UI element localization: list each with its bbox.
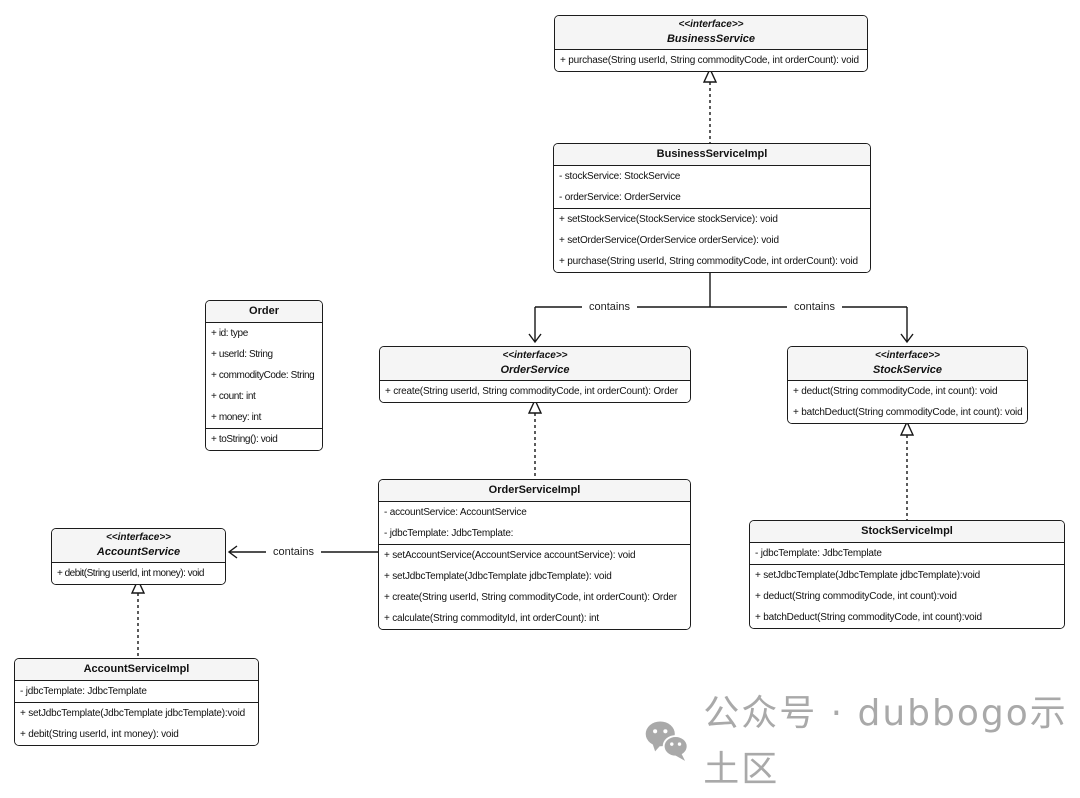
class-box-order-service-impl: OrderServiceImpl - accountService: Accou… [378, 479, 691, 630]
class-name: StockServiceImpl [861, 525, 953, 537]
contains-label: contains [266, 544, 321, 560]
method-row: + setOrderService(OrderService orderServ… [559, 235, 779, 246]
open-arrowhead-icon [528, 333, 542, 344]
attribute-row: - accountService: AccountService [384, 507, 527, 518]
method-row: + create(String userId, String commodity… [385, 386, 678, 397]
class-header: <<interface>> OrderService [380, 347, 690, 381]
class-box-order: Order + id: type + userId: String + comm… [205, 300, 323, 451]
class-name: StockService [872, 364, 943, 376]
watermark: 公众号 · dubbogo示土区 [644, 686, 1080, 798]
method-row: + setAccountService(AccountService accou… [384, 550, 636, 561]
attribute-row: - jdbcTemplate: JdbcTemplate: [384, 528, 514, 539]
method-row: + purchase(String userId, String commodi… [560, 55, 859, 66]
class-box-business-service-impl: BusinessServiceImpl - stockService: Stoc… [553, 143, 871, 273]
watermark-text: 公众号 · dubbogo示土区 [703, 693, 1068, 790]
attributes-compartment: - jdbcTemplate: JdbcTemplate [750, 543, 1064, 564]
attributes-compartment: - stockService: StockService - orderServ… [554, 166, 870, 208]
class-header: Order [206, 301, 322, 323]
class-name: AccountServiceImpl [83, 663, 190, 675]
method-row: + setJdbcTemplate(JdbcTemplate jdbcTempl… [20, 708, 246, 719]
class-name: BusinessService [666, 33, 756, 45]
class-header: <<interface>> BusinessService [555, 16, 867, 50]
class-header: AccountServiceImpl [15, 659, 258, 681]
class-header: <<interface>> StockService [788, 347, 1027, 381]
methods-compartment: + debit(String userId, int money): void [52, 563, 225, 584]
class-box-business-service: <<interface>> BusinessService + purchase… [554, 15, 868, 72]
class-header: BusinessServiceImpl [554, 144, 870, 166]
method-row: + debit(String userId, int money): void [57, 568, 204, 579]
attribute-row: - jdbcTemplate: JdbcTemplate [20, 686, 147, 697]
class-name: OrderService [500, 364, 570, 376]
method-row: + batchDeduct(String commodityCode, int … [793, 407, 1023, 418]
method-row: + setJdbcTemplate(JdbcTemplate jdbcTempl… [384, 571, 612, 582]
method-row: + purchase(String userId, String commodi… [559, 256, 858, 267]
method-row: + setStockService(StockService stockServ… [559, 214, 778, 225]
open-arrowhead-icon [900, 333, 914, 344]
methods-compartment: + setJdbcTemplate(JdbcTemplate jdbcTempl… [15, 702, 258, 745]
method-row: + create(String userId, String commodity… [384, 592, 677, 603]
class-name: Order [249, 305, 279, 317]
attributes-compartment: - jdbcTemplate: JdbcTemplate [15, 681, 258, 702]
stereotype-label: <<interface>> [678, 19, 744, 30]
method-row: + deduct(String commodityCode, int count… [755, 591, 957, 602]
attributes-compartment: + id: type + userId: String + commodityC… [206, 323, 322, 428]
wechat-icon [645, 721, 689, 761]
class-box-account-service: <<interface>> AccountService + debit(Str… [51, 528, 226, 585]
attribute-row: - orderService: OrderService [559, 192, 681, 203]
method-row: + calculate(String commodityId, int orde… [384, 613, 599, 624]
method-row: + deduct(String commodityCode, int count… [793, 386, 998, 397]
class-header: <<interface>> AccountService [52, 529, 225, 563]
method-row: + batchDeduct(String commodityCode, int … [755, 612, 982, 623]
methods-compartment: + setJdbcTemplate(JdbcTemplate jdbcTempl… [750, 564, 1064, 628]
class-name: AccountService [96, 546, 181, 558]
class-header: OrderServiceImpl [379, 480, 690, 502]
method-row: + setJdbcTemplate(JdbcTemplate jdbcTempl… [755, 570, 981, 581]
stereotype-label: <<interface>> [105, 532, 172, 543]
attribute-row: + money: int [211, 412, 261, 423]
method-row: + debit(String userId, int money): void [20, 729, 179, 740]
class-box-order-service: <<interface>> OrderService + create(Stri… [379, 346, 691, 403]
methods-compartment: + deduct(String commodityCode, int count… [788, 381, 1027, 423]
method-row: + toString(): void [211, 434, 278, 445]
class-box-stock-service-impl: StockServiceImpl - jdbcTemplate: JdbcTem… [749, 520, 1065, 629]
attribute-row: + userId: String [211, 349, 273, 360]
class-header: StockServiceImpl [750, 521, 1064, 543]
class-box-account-service-impl: AccountServiceImpl - jdbcTemplate: JdbcT… [14, 658, 259, 746]
class-box-stock-service: <<interface>> StockService + deduct(Stri… [787, 346, 1028, 424]
open-arrowhead-icon [227, 545, 238, 559]
methods-compartment: + create(String userId, String commodity… [380, 381, 690, 402]
methods-compartment: + purchase(String userId, String commodi… [555, 50, 867, 71]
methods-compartment: + setStockService(StockService stockServ… [554, 208, 870, 272]
class-name: BusinessServiceImpl [656, 148, 768, 160]
stereotype-label: <<interface>> [502, 350, 568, 361]
contains-label: contains [787, 299, 842, 315]
methods-compartment: + setAccountService(AccountService accou… [379, 544, 690, 629]
attribute-row: + count: int [211, 391, 256, 402]
attribute-row: + id: type [211, 328, 248, 339]
methods-compartment: + toString(): void [206, 428, 322, 450]
contains-label: contains [582, 299, 637, 315]
attribute-row: + commodityCode: String [211, 370, 315, 381]
attribute-row: - stockService: StockService [559, 171, 681, 182]
class-name: OrderServiceImpl [488, 484, 581, 496]
attributes-compartment: - accountService: AccountService - jdbcT… [379, 502, 690, 544]
stereotype-label: <<interface>> [874, 350, 941, 361]
attribute-row: - jdbcTemplate: JdbcTemplate [755, 548, 882, 559]
